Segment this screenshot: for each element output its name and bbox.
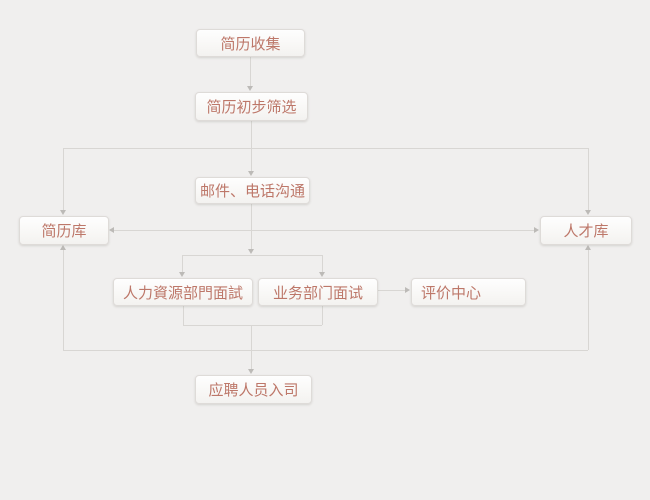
arrowhead-down-icon: [248, 249, 254, 254]
edge-collection-to-screening-line: [250, 57, 251, 88]
edge-screening-to-email-line: [251, 121, 252, 171]
edge-email-to-libraries-line: [113, 230, 536, 231]
edge-branch-to-talent-pool-line: [588, 148, 589, 210]
arrowhead-right-icon: [405, 287, 410, 293]
edge-hr-interview-join-line: [183, 306, 184, 325]
edge-split-to-hr-interview-line: [182, 255, 183, 272]
edge-result-branch-line: [63, 350, 588, 351]
arrowhead-down-icon: [179, 272, 185, 277]
edge-business-to-evaluation-line: [378, 290, 405, 291]
arrowhead-left-icon: [109, 227, 114, 233]
arrowhead-down-icon: [319, 272, 325, 277]
edge-email-to-interviews-line: [251, 203, 252, 250]
edge-business-interview-join-line: [322, 306, 323, 325]
node-talent-pool: 人才库: [540, 216, 632, 245]
node-resume-initial-screening: 简历初步筛选: [195, 92, 308, 121]
edge-interview-split-line: [182, 255, 322, 256]
node-candidate-onboarding: 应聘人员入司: [195, 375, 312, 404]
node-evaluation-center: 评价中心: [411, 278, 526, 306]
arrowhead-up-icon: [60, 245, 66, 250]
node-resume-collection: 简历收集: [196, 29, 305, 57]
edge-interview-join-line: [183, 325, 322, 326]
edge-result-to-talent-pool-line: [588, 250, 589, 350]
node-resume-library: 简历库: [19, 216, 109, 245]
arrowhead-up-icon: [585, 245, 591, 250]
arrowhead-down-icon: [585, 210, 591, 215]
edge-split-to-business-interview-line: [322, 255, 323, 272]
node-hr-department-interview: 人力資源部門面試: [113, 278, 253, 306]
node-email-phone-communication: 邮件、电话沟通: [195, 177, 310, 204]
node-business-department-interview: 业务部门面试: [258, 278, 378, 306]
edge-branch-to-resume-library-line: [63, 148, 64, 210]
arrowhead-right-icon: [534, 227, 539, 233]
edge-join-to-onboarding-line: [251, 325, 252, 369]
arrowhead-down-icon: [60, 210, 66, 215]
arrowhead-down-icon: [248, 369, 254, 374]
edge-result-to-resume-library-line: [63, 250, 64, 350]
edge-screening-branch-line: [63, 148, 588, 149]
arrowhead-down-icon: [248, 171, 254, 176]
arrowhead-down-icon: [247, 86, 253, 91]
